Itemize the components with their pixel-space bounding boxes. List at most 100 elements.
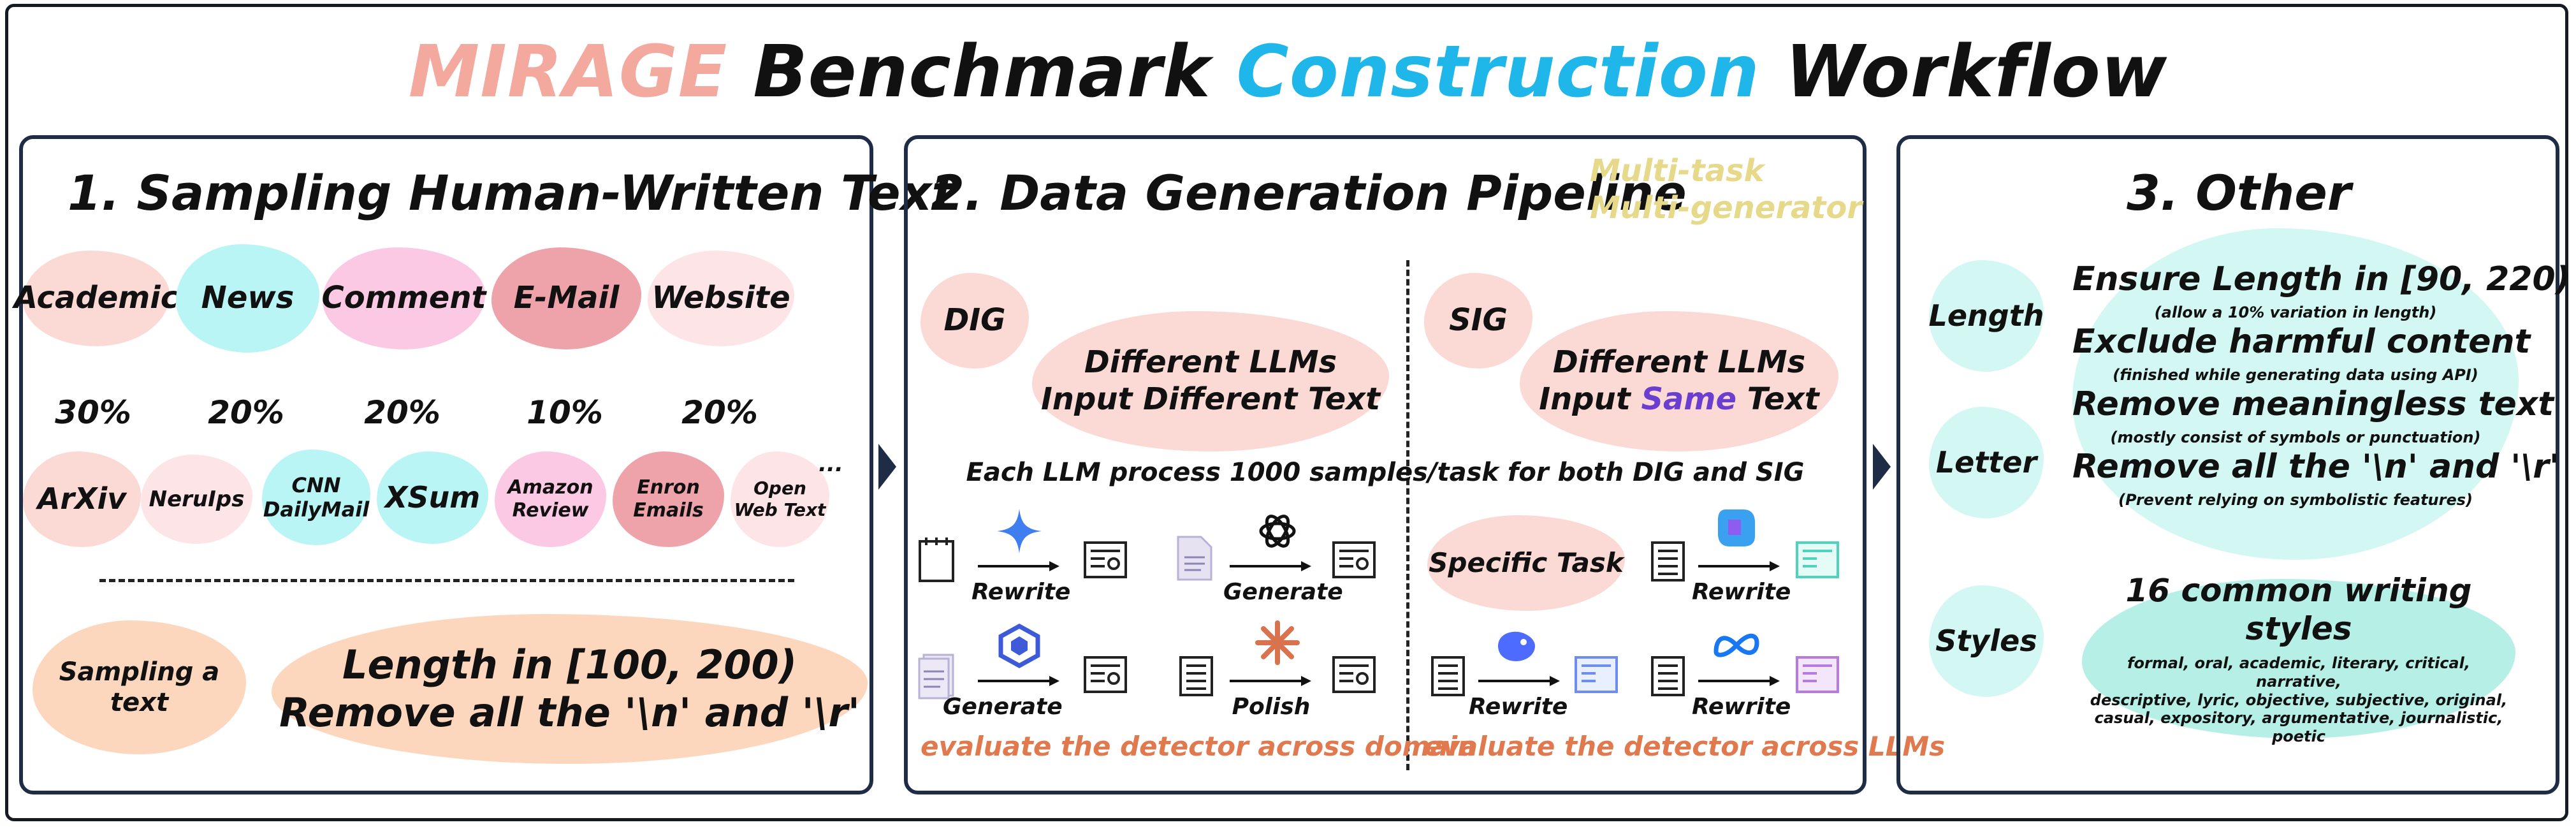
deepseek-icon [1498,631,1535,661]
length-rule-bubble: Length in [100, 200) Remove all the '\n'… [272,614,868,764]
sig-task-rewrite-3: Rewrite [1692,694,1791,720]
rule-meaningless-head: Remove meaningless text [2072,385,2554,423]
outer-frame [5,4,2568,821]
title-construction: Construction [1236,31,1760,113]
title-mirage: MIRAGE [408,31,728,113]
doc-pages-icon [918,654,954,699]
category-styles: Styles [1929,585,2044,697]
percent-website: 20% [681,394,758,431]
domain-news: News [176,244,319,353]
document-icon [1332,656,1376,693]
arrow-icon [978,676,1059,686]
sampling-text-bubble: Sampling a text [33,620,246,754]
eval-domain-text: evaluate the detector across domain [921,731,1477,762]
source-xsum: XSum [377,451,488,544]
styles-line3: casual, expository, argumentative, journ… [2094,709,2503,746]
dig-desc-line2: Input Different Text [1040,381,1381,417]
notepad-icon [919,538,954,582]
length-rule-text: Length in [100, 200) [342,641,797,689]
document-icon [1332,541,1376,578]
eval-llms-text: evaluate the detector across LLMs [1424,731,1946,762]
arrow-icon [1230,676,1311,686]
tag-multi-generator: Multi-generator [1590,189,1863,226]
rule-remove-head: Remove all the '\n' and '\r' [2072,448,2559,486]
domain-email: E-Mail [491,247,641,349]
arrow-panel1-to-panel2 [878,444,896,490]
arrow-icon [978,561,1059,571]
styles-head: 16 common writing styles [2125,572,2472,648]
rule-harmful-head: Exclude harmful content [2072,323,2531,361]
source-arxiv: ArXiv [23,451,141,547]
panel-other: 3. Other Length Letter Styles Ensure Len… [1896,135,2571,794]
domain-website: Website [648,251,794,346]
dig-description: Different LLMs Input Different Text [1032,311,1389,451]
arrow-icon [1698,676,1780,686]
sig-task-rewrite-1: Rewrite [1692,579,1791,605]
panel1-divider [99,579,794,582]
claude-icon [1255,620,1300,665]
source-cnn-dailymail: CNN DailyMail [262,450,370,545]
document-icon [1084,541,1127,578]
source-enron-emails: Enron Emails [613,451,724,547]
panel-other-title: 3. Other [2127,165,2352,221]
title-benchmark: Benchmark [753,31,1211,113]
document-icon [1575,656,1618,693]
copilot-icon [1718,509,1755,546]
arrow-icon [1478,676,1560,686]
gemini-sparkle-icon [997,509,1042,553]
arrow-icon [1698,561,1780,571]
percent-comment: 20% [364,394,440,431]
file-icon [1431,656,1465,696]
rule-length-head: Ensure Length in [90, 220) [2072,260,2571,298]
dig-task-generate-2: Generate [943,694,1063,720]
sig-desc-same: Same [1641,381,1736,417]
sig-task-rewrite-2: Rewrite [1469,694,1568,720]
title-workflow: Workflow [1785,31,2168,113]
dig-task-generate: Generate [1223,579,1343,605]
percent-news: 20% [208,394,284,431]
openai-icon [1259,515,1296,548]
rules-bubble [2072,228,2519,560]
dig-sig-divider [1406,260,1409,770]
styles-line1: formal, oral, academic, literary, critic… [2127,654,2470,691]
category-letter: Letter [1929,407,2044,518]
source-amazon-review: Amazon Review [495,451,606,547]
meta-icon [1714,633,1759,657]
arrow-icon [1230,561,1311,571]
panel-generation-title: 2. Data Generation Pipeline [931,165,1687,221]
sig-desc-post: Text [1736,381,1819,417]
source-ellipsis: ... [819,451,843,477]
file-icon [1179,656,1213,696]
styles-line2: descriptive, lyric, objective, subjectiv… [2090,691,2508,709]
each-llm-note: Each LLM process 1000 samples/task for b… [966,458,1805,487]
rule-meaningless-sub: (mostly consist of symbols or punctuatio… [2110,428,2481,446]
category-length: Length [1929,260,2044,372]
source-open-web-text: Open Web Text [731,451,829,547]
rule-remove-sub: (Prevent relying on symbolistic features… [2118,491,2473,509]
sig-description: Different LLMs Input Same Text [1520,311,1838,451]
tag-multi-task: Multi-task [1590,153,1765,189]
percent-academic: 30% [55,394,131,431]
file-icon [1177,536,1212,581]
percent-email: 10% [527,394,603,431]
styles-bubble: 16 common writing styles formal, oral, a… [2082,572,2515,745]
source-neruips: NeruIps [141,455,252,544]
panel-generation: 2. Data Generation Pipeline Multi-task M… [904,135,1945,794]
dig-task-rewrite: Rewrite [971,579,1071,605]
file-icon [1651,656,1685,696]
specific-task-bubble: Specific Task [1427,515,1625,611]
panel-sampling-title: 1. Sampling Human-Written Text [68,165,955,221]
document-icon [1796,541,1839,578]
domain-academic: Academic [14,251,178,346]
rule-harmful-sub: (finished while generating data using AP… [2113,366,2478,384]
remove-rule-text: Remove all the '\n' and '\r' [279,689,860,736]
sig-desc-line2: Input Same Text [1539,381,1819,418]
sig-desc-line1: Different LLMs [1552,344,1806,381]
domain-comment: Comment [322,247,486,349]
sig-label: SIG [1424,273,1532,369]
copilot-icon [998,624,1040,668]
panel-sampling: 1. Sampling Human-Written Text Academic … [14,135,955,794]
dig-task-polish: Polish [1232,694,1311,720]
generation-tags: Multi-task Multi-generator [1590,153,1862,226]
rule-length-sub: (allow a 10% variation in length) [2154,304,2437,321]
